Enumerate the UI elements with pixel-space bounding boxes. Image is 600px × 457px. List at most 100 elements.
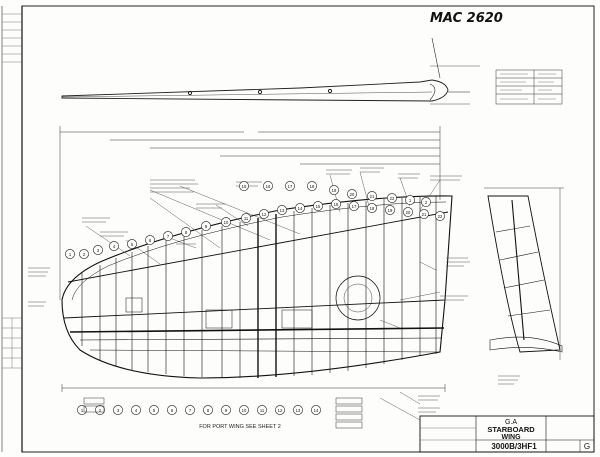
footer-note: FOR PORT WING SEE SHEET 2 xyxy=(199,424,281,430)
callout-label: 20 xyxy=(406,210,411,215)
callout-label: 19 xyxy=(332,188,337,193)
side-section-view xyxy=(484,187,564,360)
callout-balloon xyxy=(181,227,191,237)
callout-label: 14 xyxy=(314,408,319,413)
callout-balloon xyxy=(435,211,445,221)
callout-balloon xyxy=(385,205,395,215)
callout-balloon xyxy=(293,405,303,415)
margin-notes xyxy=(2,13,22,369)
callout-label: 6 xyxy=(149,238,152,243)
callout-label: 16 xyxy=(266,184,271,189)
callout-balloon xyxy=(277,205,287,215)
callout-balloon xyxy=(313,201,323,211)
callout-label: 16 xyxy=(334,202,339,207)
callout-balloon xyxy=(127,239,137,249)
callout-label: 5 xyxy=(131,242,134,247)
callout-balloon xyxy=(331,199,341,209)
callout-label: 11 xyxy=(260,408,265,413)
callout-label: 18 xyxy=(370,206,375,211)
callout-label: 12 xyxy=(278,408,283,413)
callout-balloon xyxy=(259,209,269,219)
callout-label: 7 xyxy=(167,234,170,239)
callout-label: 9 xyxy=(225,408,228,413)
callout-label: 22 xyxy=(390,196,395,201)
issue-letter: G xyxy=(584,442,590,451)
callout-label: 21 xyxy=(422,212,427,217)
callout-balloon xyxy=(295,203,305,213)
callout-balloon xyxy=(113,405,123,415)
callout-balloon xyxy=(329,185,339,195)
callout-balloon xyxy=(387,193,397,203)
title-block: G.A STARBOARD WING 3000B/3HF1 G xyxy=(419,415,595,453)
callout-balloon xyxy=(149,405,159,415)
callout-label: 10 xyxy=(242,408,247,413)
callout-label: 12 xyxy=(262,212,267,217)
callout-balloon xyxy=(65,249,75,259)
callout-label: 3 xyxy=(117,408,120,413)
callout-label: 1 xyxy=(69,252,72,257)
callout-balloon xyxy=(203,405,213,415)
title-line-2: STARBOARD xyxy=(487,425,535,434)
callout-balloon xyxy=(421,197,431,207)
callout-label: 22 xyxy=(438,214,443,219)
callout-balloon xyxy=(167,405,177,415)
callout-balloon xyxy=(419,209,429,219)
callout-balloon xyxy=(109,241,119,251)
callout-balloon xyxy=(367,191,377,201)
sheet-border xyxy=(21,5,595,453)
callout-balloon xyxy=(275,405,285,415)
callout-label: 13 xyxy=(280,208,285,213)
drawing-number: 3000B/3HF1 xyxy=(491,442,537,451)
callout-label: 11 xyxy=(244,216,249,221)
callout-label: 13 xyxy=(296,408,301,413)
callout-balloon xyxy=(263,181,273,191)
title-line-1: G.A xyxy=(505,419,517,426)
callout-label: 6 xyxy=(171,408,174,413)
callout-label: 21 xyxy=(370,194,375,199)
callout-balloon xyxy=(241,213,251,223)
callout-label: 8 xyxy=(185,230,188,235)
callout-label: 7 xyxy=(189,408,192,413)
callout-label: 19 xyxy=(388,208,393,213)
callout-label: 14 xyxy=(298,206,303,211)
callout-label: 2 xyxy=(425,200,428,205)
callout-balloon xyxy=(403,207,413,217)
callout-label: 10 xyxy=(224,220,229,225)
callout-label: 17 xyxy=(352,204,357,209)
callout-balloon xyxy=(221,217,231,227)
callout-label: 2 xyxy=(99,408,102,413)
callout-balloon xyxy=(311,405,321,415)
data-table xyxy=(495,69,563,105)
callout-label: 5 xyxy=(153,408,156,413)
callout-balloon xyxy=(93,245,103,255)
wing-planform xyxy=(61,195,453,379)
callout-balloon xyxy=(145,235,155,245)
callout-balloon xyxy=(79,249,89,259)
callout-balloon xyxy=(163,231,173,241)
callout-balloon xyxy=(185,405,195,415)
callout-label: 4 xyxy=(113,244,116,249)
callout-balloon xyxy=(347,189,357,199)
handwritten-number: MAC 2620 xyxy=(430,11,503,26)
wing-section-view xyxy=(61,37,480,105)
callout-balloon xyxy=(349,201,359,211)
callout-label: 18 xyxy=(310,184,315,189)
callout-balloon xyxy=(257,405,267,415)
callout-label: 8 xyxy=(207,408,210,413)
title-line-3: WING xyxy=(501,434,521,441)
callout-balloon xyxy=(405,195,415,205)
callout-label: 15 xyxy=(316,204,321,209)
callout-label: 1 xyxy=(409,198,412,203)
callout-balloon xyxy=(221,405,231,415)
bottom-dimensions xyxy=(61,384,446,392)
callout-balloon xyxy=(239,181,249,191)
callout-label: 4 xyxy=(135,408,138,413)
callout-label: 1 xyxy=(81,408,84,413)
callout-label: 9 xyxy=(205,224,208,229)
callout-balloon xyxy=(285,181,295,191)
small-labels xyxy=(83,397,363,429)
callout-balloon xyxy=(367,203,377,213)
